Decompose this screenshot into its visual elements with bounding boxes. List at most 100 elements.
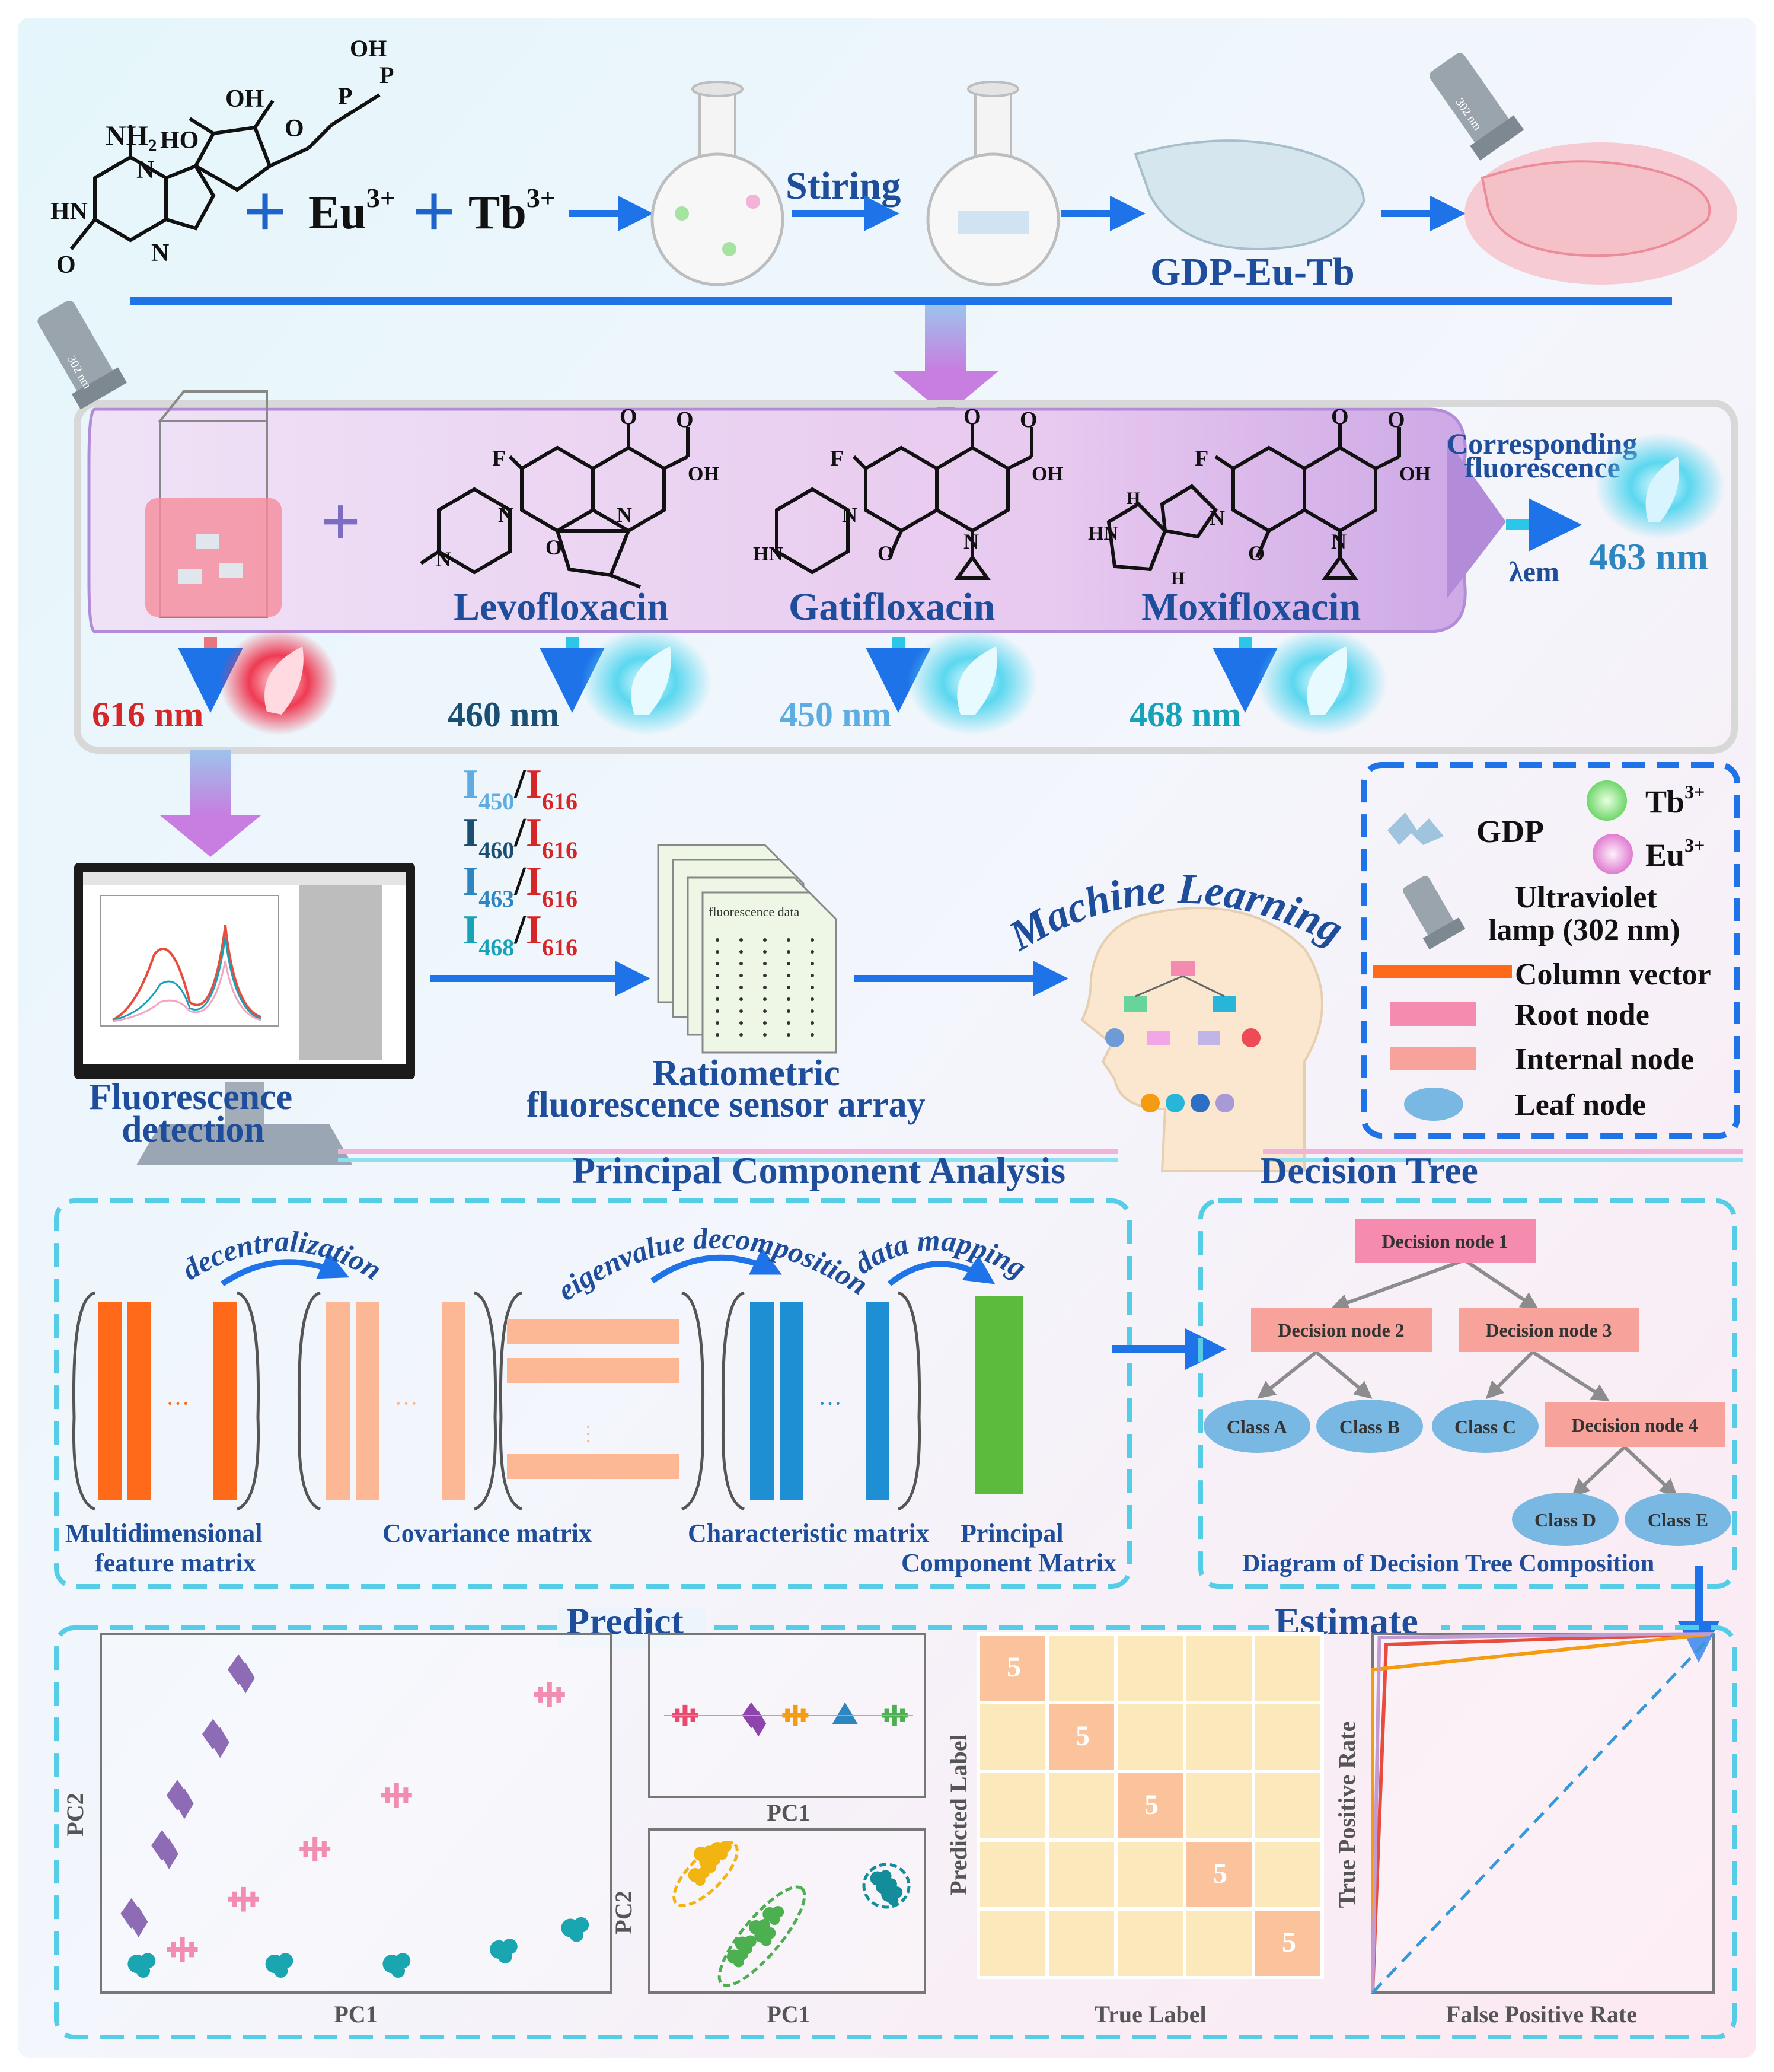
svg-text:O: O bbox=[620, 404, 637, 429]
svg-text:O: O bbox=[285, 115, 304, 142]
svg-text:O: O bbox=[56, 251, 76, 279]
tree-title: Decision Tree bbox=[1260, 1149, 1478, 1191]
confusion-cell bbox=[1183, 1907, 1255, 1979]
levo-emission-label: 460 nm bbox=[448, 695, 559, 734]
scatter-point bbox=[716, 1849, 728, 1860]
eu-ion-label: Eu3+ bbox=[308, 183, 395, 239]
flask-product bbox=[926, 81, 1060, 286]
svg-text:O: O bbox=[1387, 407, 1405, 432]
sheet-dot bbox=[811, 974, 814, 977]
legend-tb-sphere bbox=[1587, 780, 1627, 821]
confusion-cell bbox=[1252, 1838, 1324, 1911]
sheet-dot bbox=[811, 997, 814, 1001]
cluster-ellipse-yellow bbox=[672, 1841, 739, 1907]
svg-text:N: N bbox=[436, 547, 451, 571]
predict-title-bg bbox=[557, 1607, 706, 1649]
tree-panel bbox=[1198, 1198, 1737, 1589]
sheet-dot bbox=[716, 1009, 719, 1013]
sheet-dot bbox=[739, 1009, 743, 1013]
scatter-point bbox=[769, 1914, 780, 1925]
characteristic-matrix: ··· bbox=[721, 1291, 921, 1511]
pca-scatter-strip: PC1 bbox=[648, 1633, 926, 1826]
svg-text:O: O bbox=[1331, 404, 1349, 429]
roc-curve bbox=[1371, 1633, 1715, 1994]
confusion-xlabel: True Label bbox=[1094, 2001, 1206, 2028]
tree-edges bbox=[1257, 1258, 1678, 1497]
product-label: GDP-Eu-Tb bbox=[1150, 250, 1355, 294]
confusion-cell bbox=[1045, 1838, 1118, 1911]
svg-text:N: N bbox=[963, 530, 979, 553]
pca-small-ylabel: PC2 bbox=[610, 1891, 637, 1934]
svg-text:H: H bbox=[1171, 569, 1185, 588]
sheet-dot bbox=[739, 950, 743, 954]
legend-root-swatch bbox=[1390, 1002, 1476, 1026]
confusion-cell bbox=[1252, 1770, 1324, 1842]
scatter-point bbox=[175, 1788, 194, 1819]
moxifloxacin-label: Moxifloxacin bbox=[1141, 585, 1361, 629]
decision-node-1-label: Decision node 1 bbox=[1381, 1231, 1508, 1252]
sheet-dot bbox=[763, 986, 767, 989]
confusion-cell bbox=[1183, 1701, 1255, 1773]
confusion-value: 5 bbox=[1282, 1927, 1296, 1958]
sheet-dot bbox=[787, 974, 790, 977]
sheet-dot bbox=[763, 1021, 767, 1025]
leaf-class-a bbox=[1204, 1400, 1310, 1453]
sheet-dot bbox=[739, 997, 743, 1001]
fluorescence-detection-line1: Fluorescence bbox=[89, 1077, 292, 1117]
sensor-sheet-label: fluorescence data bbox=[709, 904, 800, 919]
label-principal-2: Component Matrix bbox=[901, 1548, 1116, 1577]
label-characteristic: Characteristic matrix bbox=[688, 1519, 929, 1548]
confusion-cell bbox=[1114, 1838, 1186, 1911]
scatter-point bbox=[228, 1886, 259, 1912]
sheet-dot bbox=[787, 1021, 790, 1025]
leaf-class-a-label: Class A bbox=[1227, 1416, 1287, 1437]
sheet-dot bbox=[739, 1021, 743, 1025]
sheet-dot bbox=[716, 962, 719, 965]
legend-internal-node: Internal node bbox=[1515, 1043, 1694, 1076]
corresponding-line2: fluorescence bbox=[1464, 451, 1620, 484]
sheet-dot bbox=[787, 1009, 790, 1013]
svg-text:N: N bbox=[1331, 530, 1347, 553]
decision-node-4-label: Decision node 4 bbox=[1571, 1414, 1698, 1436]
svg-text:O: O bbox=[1248, 541, 1265, 565]
svg-text:N: N bbox=[1210, 506, 1225, 530]
levo-butterfly-icon bbox=[631, 646, 671, 715]
confusion-value: 5 bbox=[1076, 1720, 1090, 1752]
sheet-dot bbox=[763, 950, 767, 954]
scatter-point bbox=[167, 1937, 198, 1962]
svg-text:O: O bbox=[545, 535, 562, 559]
confusion-cell bbox=[977, 1770, 1049, 1842]
ml-head bbox=[1080, 907, 1323, 1172]
legend-tb: Tb3+ bbox=[1645, 781, 1705, 820]
label-multidimensional-1: Multidimensional bbox=[65, 1519, 263, 1548]
sheet-dot bbox=[787, 950, 790, 954]
confusion-cell bbox=[977, 1701, 1049, 1773]
cuvette bbox=[145, 390, 282, 618]
sheet-dot bbox=[763, 1033, 767, 1037]
legend-gdp: GDP bbox=[1476, 814, 1544, 849]
multidimensional-matrix: ··· bbox=[72, 1291, 260, 1511]
cluster-ellipse-green bbox=[717, 1885, 806, 1987]
scatter-point bbox=[299, 1837, 331, 1861]
detection-plus: + bbox=[320, 482, 360, 561]
sheet-dot bbox=[763, 997, 767, 1001]
gati-butterfly-icon bbox=[957, 646, 997, 715]
svg-text:P: P bbox=[338, 82, 352, 109]
roc-curve bbox=[1371, 1632, 1714, 1993]
confusion-cell bbox=[1252, 1632, 1324, 1704]
decision-node-2-label: Decision node 2 bbox=[1278, 1319, 1404, 1341]
corresponding-emission: 463 nm bbox=[1589, 535, 1708, 578]
leaf-class-b bbox=[1316, 1400, 1423, 1453]
leaf-class-e bbox=[1625, 1493, 1731, 1546]
svg-text:N: N bbox=[136, 157, 154, 184]
sheet-dot bbox=[811, 1009, 814, 1013]
leaf-class-d-label: Class D bbox=[1534, 1509, 1596, 1531]
confusion-cell bbox=[1183, 1632, 1255, 1704]
confusion-cell bbox=[977, 1907, 1049, 1979]
flask-mixing bbox=[650, 81, 784, 286]
confusion-value: 5 bbox=[1213, 1858, 1227, 1889]
confusion-cell bbox=[1045, 1632, 1118, 1704]
svg-text:P: P bbox=[379, 62, 394, 88]
legend-eu-sphere bbox=[1593, 834, 1633, 874]
